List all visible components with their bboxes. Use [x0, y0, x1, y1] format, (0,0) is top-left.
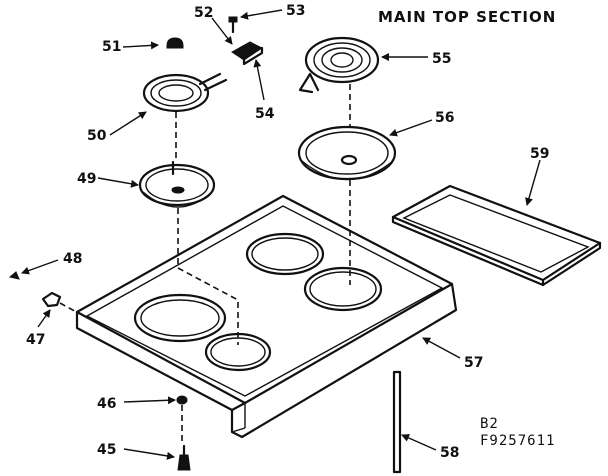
part-label-56: 56	[435, 110, 454, 126]
part-label-55: 55	[432, 51, 451, 67]
drawing-code-line1: B2	[480, 416, 499, 432]
hinge-bracket	[41, 291, 62, 308]
trim-strip	[392, 370, 402, 474]
receptacle-screw	[228, 16, 238, 34]
part-label-54: 54	[255, 106, 275, 122]
part-label-50: 50	[87, 128, 107, 144]
part-label-49: 49	[77, 171, 96, 187]
part-label-57: 57	[464, 355, 483, 371]
alignment-line	[59, 302, 81, 315]
small-drip-pan	[138, 160, 216, 208]
part-label-52: 52	[194, 5, 213, 21]
part-label-53: 53	[286, 3, 305, 19]
mounting-bolt	[177, 444, 191, 471]
large-drip-pan	[297, 125, 397, 181]
cooktop-glass-tray	[391, 184, 602, 287]
element-receptacle	[231, 41, 264, 66]
mounting-nut	[176, 395, 188, 405]
small-surface-element	[142, 72, 228, 113]
part-label-59: 59	[530, 146, 549, 162]
part-label-51: 51	[102, 39, 121, 55]
alignment-line	[177, 208, 239, 345]
element-cap	[166, 37, 184, 49]
drawing-code-line2: F9257611	[480, 433, 555, 449]
part-label-58: 58	[440, 445, 459, 461]
part-label-46: 46	[97, 396, 116, 412]
part-label-47: 47	[26, 332, 45, 348]
section-title: MAIN TOP SECTION	[378, 8, 556, 26]
large-surface-element	[298, 36, 380, 94]
cooktop-main-top	[75, 194, 458, 439]
side-screw	[8, 271, 20, 280]
part-label-45: 45	[97, 442, 116, 458]
part-label-48: 48	[63, 251, 82, 267]
